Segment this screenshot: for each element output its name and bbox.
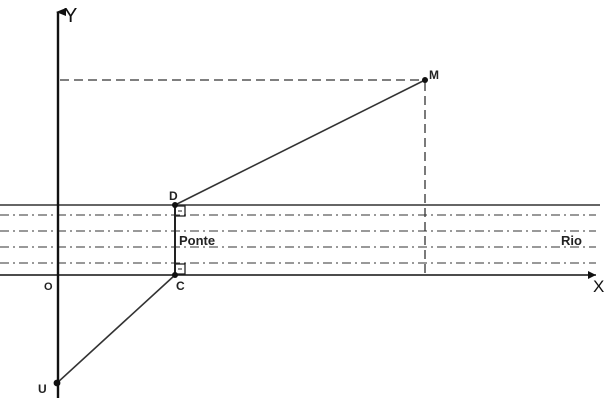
point-d xyxy=(172,202,178,208)
right-angle-marker-c xyxy=(174,263,186,275)
point-u xyxy=(53,379,61,387)
y-axis-label: Y xyxy=(64,5,77,27)
segment-dm xyxy=(174,79,426,206)
point-c xyxy=(172,272,178,278)
x-axis-label: X xyxy=(593,277,604,296)
right-angle-marker-d xyxy=(174,205,186,217)
point-label-d: D xyxy=(169,189,178,203)
segment-uc xyxy=(56,274,176,384)
point-label-m: M xyxy=(429,68,439,82)
river-label: Rio xyxy=(561,233,582,248)
point-label-c: C xyxy=(176,279,185,293)
bridge-label: Ponte xyxy=(179,233,215,248)
point-m xyxy=(422,77,428,83)
point-label-u: U xyxy=(38,382,47,396)
point-label-origin: O xyxy=(44,281,53,293)
